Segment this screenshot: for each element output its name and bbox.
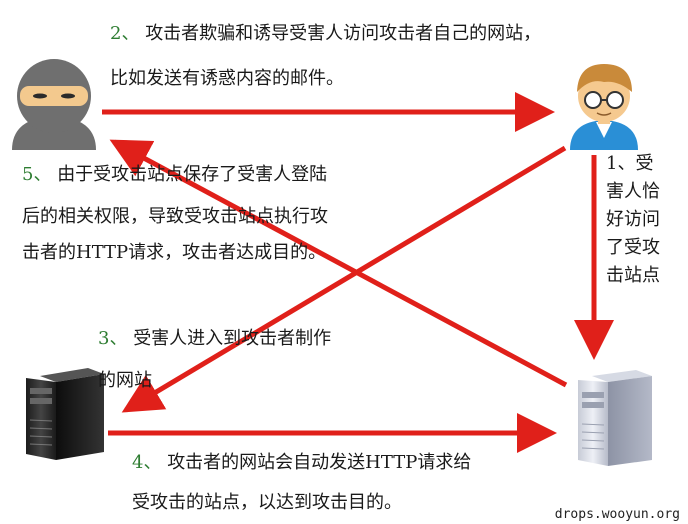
arrow-target-to-attacker [109,139,568,388]
step3-text-2: 的网站 [98,370,152,391]
step5-number: 5、 [22,164,52,185]
step2-text-1: 攻击者欺骗和诱导受害人访问攻击者自己的网站， [145,23,542,44]
step2-line1: 2、 攻击者欺骗和诱导受害人访问攻击者自己的网站， [110,17,541,50]
target-server-icon [578,370,652,466]
step3-text-1: 受害人进入到攻击者制作 [133,328,332,349]
attacker-icon [12,59,96,150]
step5-text-2: 后的相关权限，导致受攻击站点执行攻 [22,206,328,227]
step4-number: 4、 [132,452,162,473]
step1-line: 1、受 [606,153,654,174]
victim-icon [570,64,638,150]
step5-line1: 5、 由于受攻击站点保存了受害人登陆 [22,158,327,191]
step4-line1: 4、 攻击者的网站会自动发送HTTP请求给 [132,446,471,479]
step4-text-2: 受攻击的站点，以达到攻击目的。 [132,492,402,513]
step1-line: 好访问 [606,209,660,230]
watermark: drops.wooyun.org [554,507,680,522]
attacker-server-icon [26,368,104,460]
step4-text-1: 攻击者的网站会自动发送HTTP请求给 [167,452,472,473]
step1-line: 击站点 [606,265,660,286]
arrow-victim-to-attacker-server [121,145,567,413]
step3-line1: 3、 受害人进入到攻击者制作 [98,322,331,355]
step1-column: 1、受 害人恰 好访问 了受攻 击站点 [606,150,660,290]
step1-line: 害人恰 [606,181,660,202]
step2-number: 2、 [110,23,140,44]
step5-text-1: 由于受攻击站点保存了受害人登陆 [57,164,328,185]
step2-text-2: 比如发送有诱惑内容的邮件。 [110,68,344,89]
step3-number: 3、 [98,328,128,349]
step1-line: 了受攻 [606,237,660,258]
step5-text-3: 击者的HTTP请求，攻击者达成目的。 [22,242,327,263]
